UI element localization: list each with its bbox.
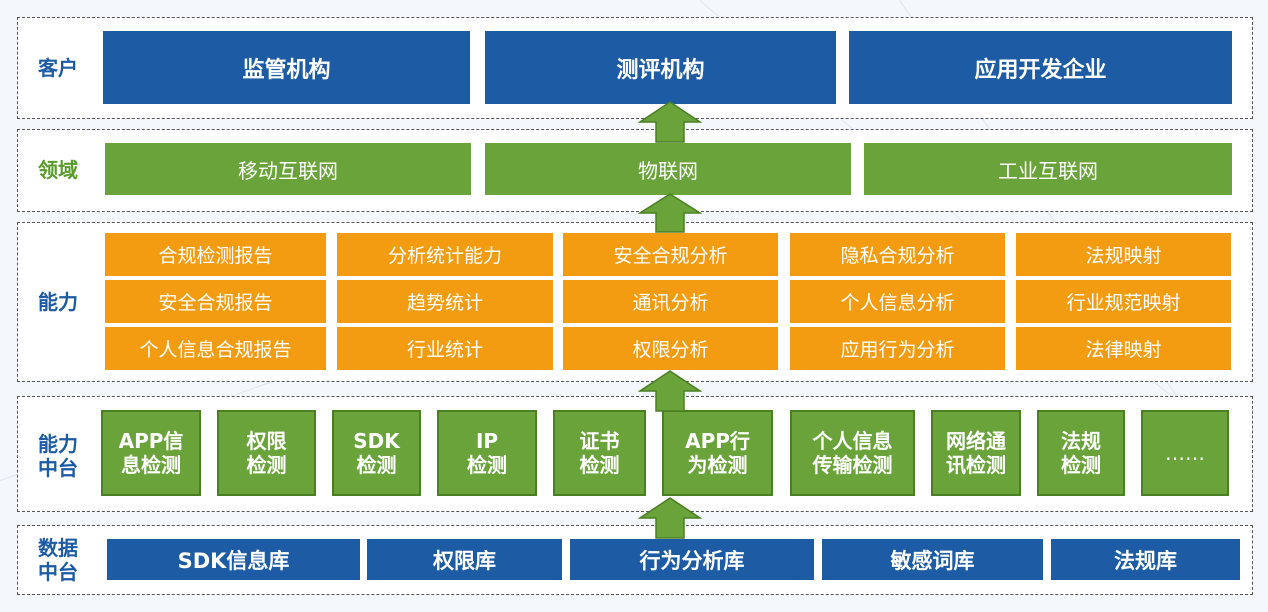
- db-box-permission: 权限库: [367, 539, 562, 580]
- middle-box-permission: 权限 检测: [217, 410, 316, 496]
- middle-box-ip: IP 检测: [437, 410, 537, 496]
- up-arrow-icon: [638, 101, 702, 143]
- middle-box-app-info: APP信 息检测: [101, 410, 201, 496]
- middle-box-certificate: 证书 检测: [553, 410, 646, 496]
- capability-cell: 安全合规报告: [105, 280, 326, 323]
- up-arrow-icon: [638, 370, 702, 412]
- capability-cell: 法律映射: [1016, 327, 1231, 370]
- middle-box-more: ……: [1141, 410, 1229, 496]
- middle-box-regulation: 法规 检测: [1037, 410, 1125, 496]
- client-layer-label: 客户: [38, 56, 78, 80]
- capability-cell: 通讯分析: [563, 280, 778, 323]
- domain-layer-label: 领域: [38, 158, 78, 182]
- client-box-regulator: 监管机构: [103, 31, 470, 104]
- capability-cell: 法规映射: [1016, 233, 1231, 276]
- capability-cell: 个人信息分析: [790, 280, 1005, 323]
- client-box-evaluator: 测评机构: [485, 31, 836, 104]
- domain-box-industrial-internet: 工业互联网: [864, 143, 1232, 195]
- capability-cell: 权限分析: [563, 327, 778, 370]
- client-box-developer: 应用开发企业: [849, 31, 1232, 104]
- capability-cell: 隐私合规分析: [790, 233, 1005, 276]
- up-arrow-icon: [638, 497, 702, 539]
- middle-box-personal-info-transfer: 个人信息 传输检测: [790, 410, 915, 496]
- db-box-sdk-info: SDK信息库: [107, 539, 360, 580]
- capability-cell: 趋势统计: [337, 280, 553, 323]
- domain-box-mobile-internet: 移动互联网: [105, 143, 471, 195]
- data-middle-label: 数据 中台: [38, 536, 78, 584]
- capability-cell: 分析统计能力: [337, 233, 553, 276]
- capability-layer-label: 能力: [38, 290, 78, 314]
- domain-box-iot: 物联网: [485, 143, 851, 195]
- capability-middle-label: 能力 中台: [38, 432, 78, 480]
- db-box-behavior-analysis: 行为分析库: [570, 539, 814, 580]
- capability-cell: 应用行为分析: [790, 327, 1005, 370]
- db-box-sensitive-words: 敏感词库: [822, 539, 1043, 580]
- middle-box-app-behavior: APP行 为检测: [662, 410, 773, 496]
- capability-cell: 个人信息合规报告: [105, 327, 326, 370]
- db-box-regulation: 法规库: [1051, 539, 1240, 580]
- capability-cell: 合规检测报告: [105, 233, 326, 276]
- capability-cell: 行业规范映射: [1016, 280, 1231, 323]
- middle-box-sdk: SDK 检测: [332, 410, 421, 496]
- up-arrow-icon: [638, 193, 702, 233]
- capability-cell: 行业统计: [337, 327, 553, 370]
- capability-cell: 安全合规分析: [563, 233, 778, 276]
- middle-box-network-comm: 网络通 讯检测: [931, 410, 1021, 496]
